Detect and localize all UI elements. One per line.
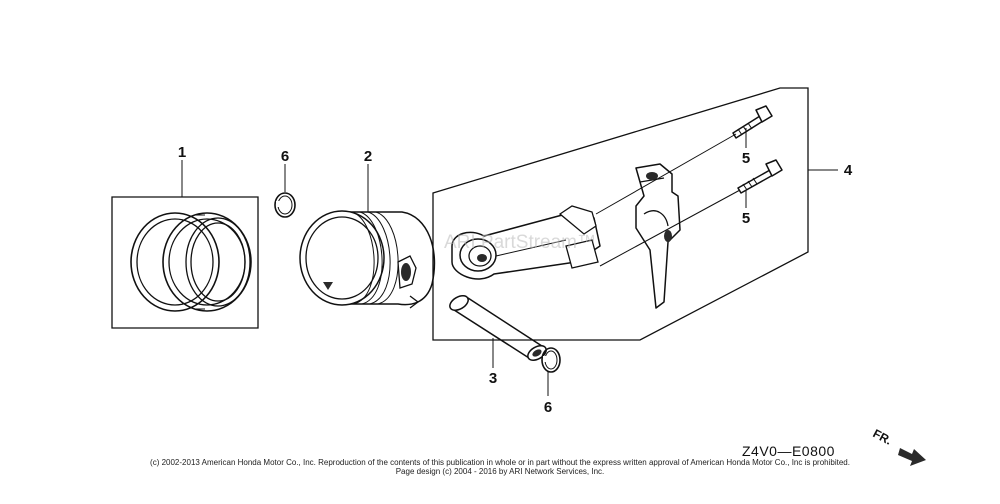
copyright-line-1: (c) 2002-2013 American Honda Motor Co., … — [150, 458, 850, 467]
diagram-code: Z4V0—E0800 — [742, 443, 835, 459]
callout-6-lower[interactable]: 6 — [544, 399, 552, 416]
callout-5-lower[interactable]: 5 — [742, 210, 750, 227]
piston-pin-clip-upper[interactable] — [274, 192, 296, 218]
watermark-text: ARI PartStream™ — [444, 232, 596, 253]
front-direction-arrow-icon: FR. — [871, 426, 926, 466]
callout-3[interactable]: 3 — [489, 370, 497, 387]
piston-pin[interactable] — [447, 293, 548, 363]
copyright-line-2: Page design (c) 2004 - 2016 by ARI Netwo… — [396, 467, 605, 476]
piston-pin-clip-lower[interactable] — [541, 347, 561, 373]
rod-bolt-lower[interactable] — [737, 159, 783, 194]
piston[interactable] — [299, 210, 436, 309]
callout-5-upper[interactable]: 5 — [742, 150, 750, 167]
connecting-rod-set[interactable] — [432, 87, 809, 341]
callout-4[interactable]: 4 — [844, 162, 853, 179]
piston-ring-set[interactable] — [111, 196, 259, 329]
direction-label: FR. — [871, 426, 895, 447]
rod-bolt-upper[interactable] — [732, 105, 773, 139]
callout-6-upper[interactable]: 6 — [281, 148, 289, 165]
callout-2[interactable]: 2 — [364, 148, 372, 165]
callout-1[interactable]: 1 — [178, 144, 186, 161]
